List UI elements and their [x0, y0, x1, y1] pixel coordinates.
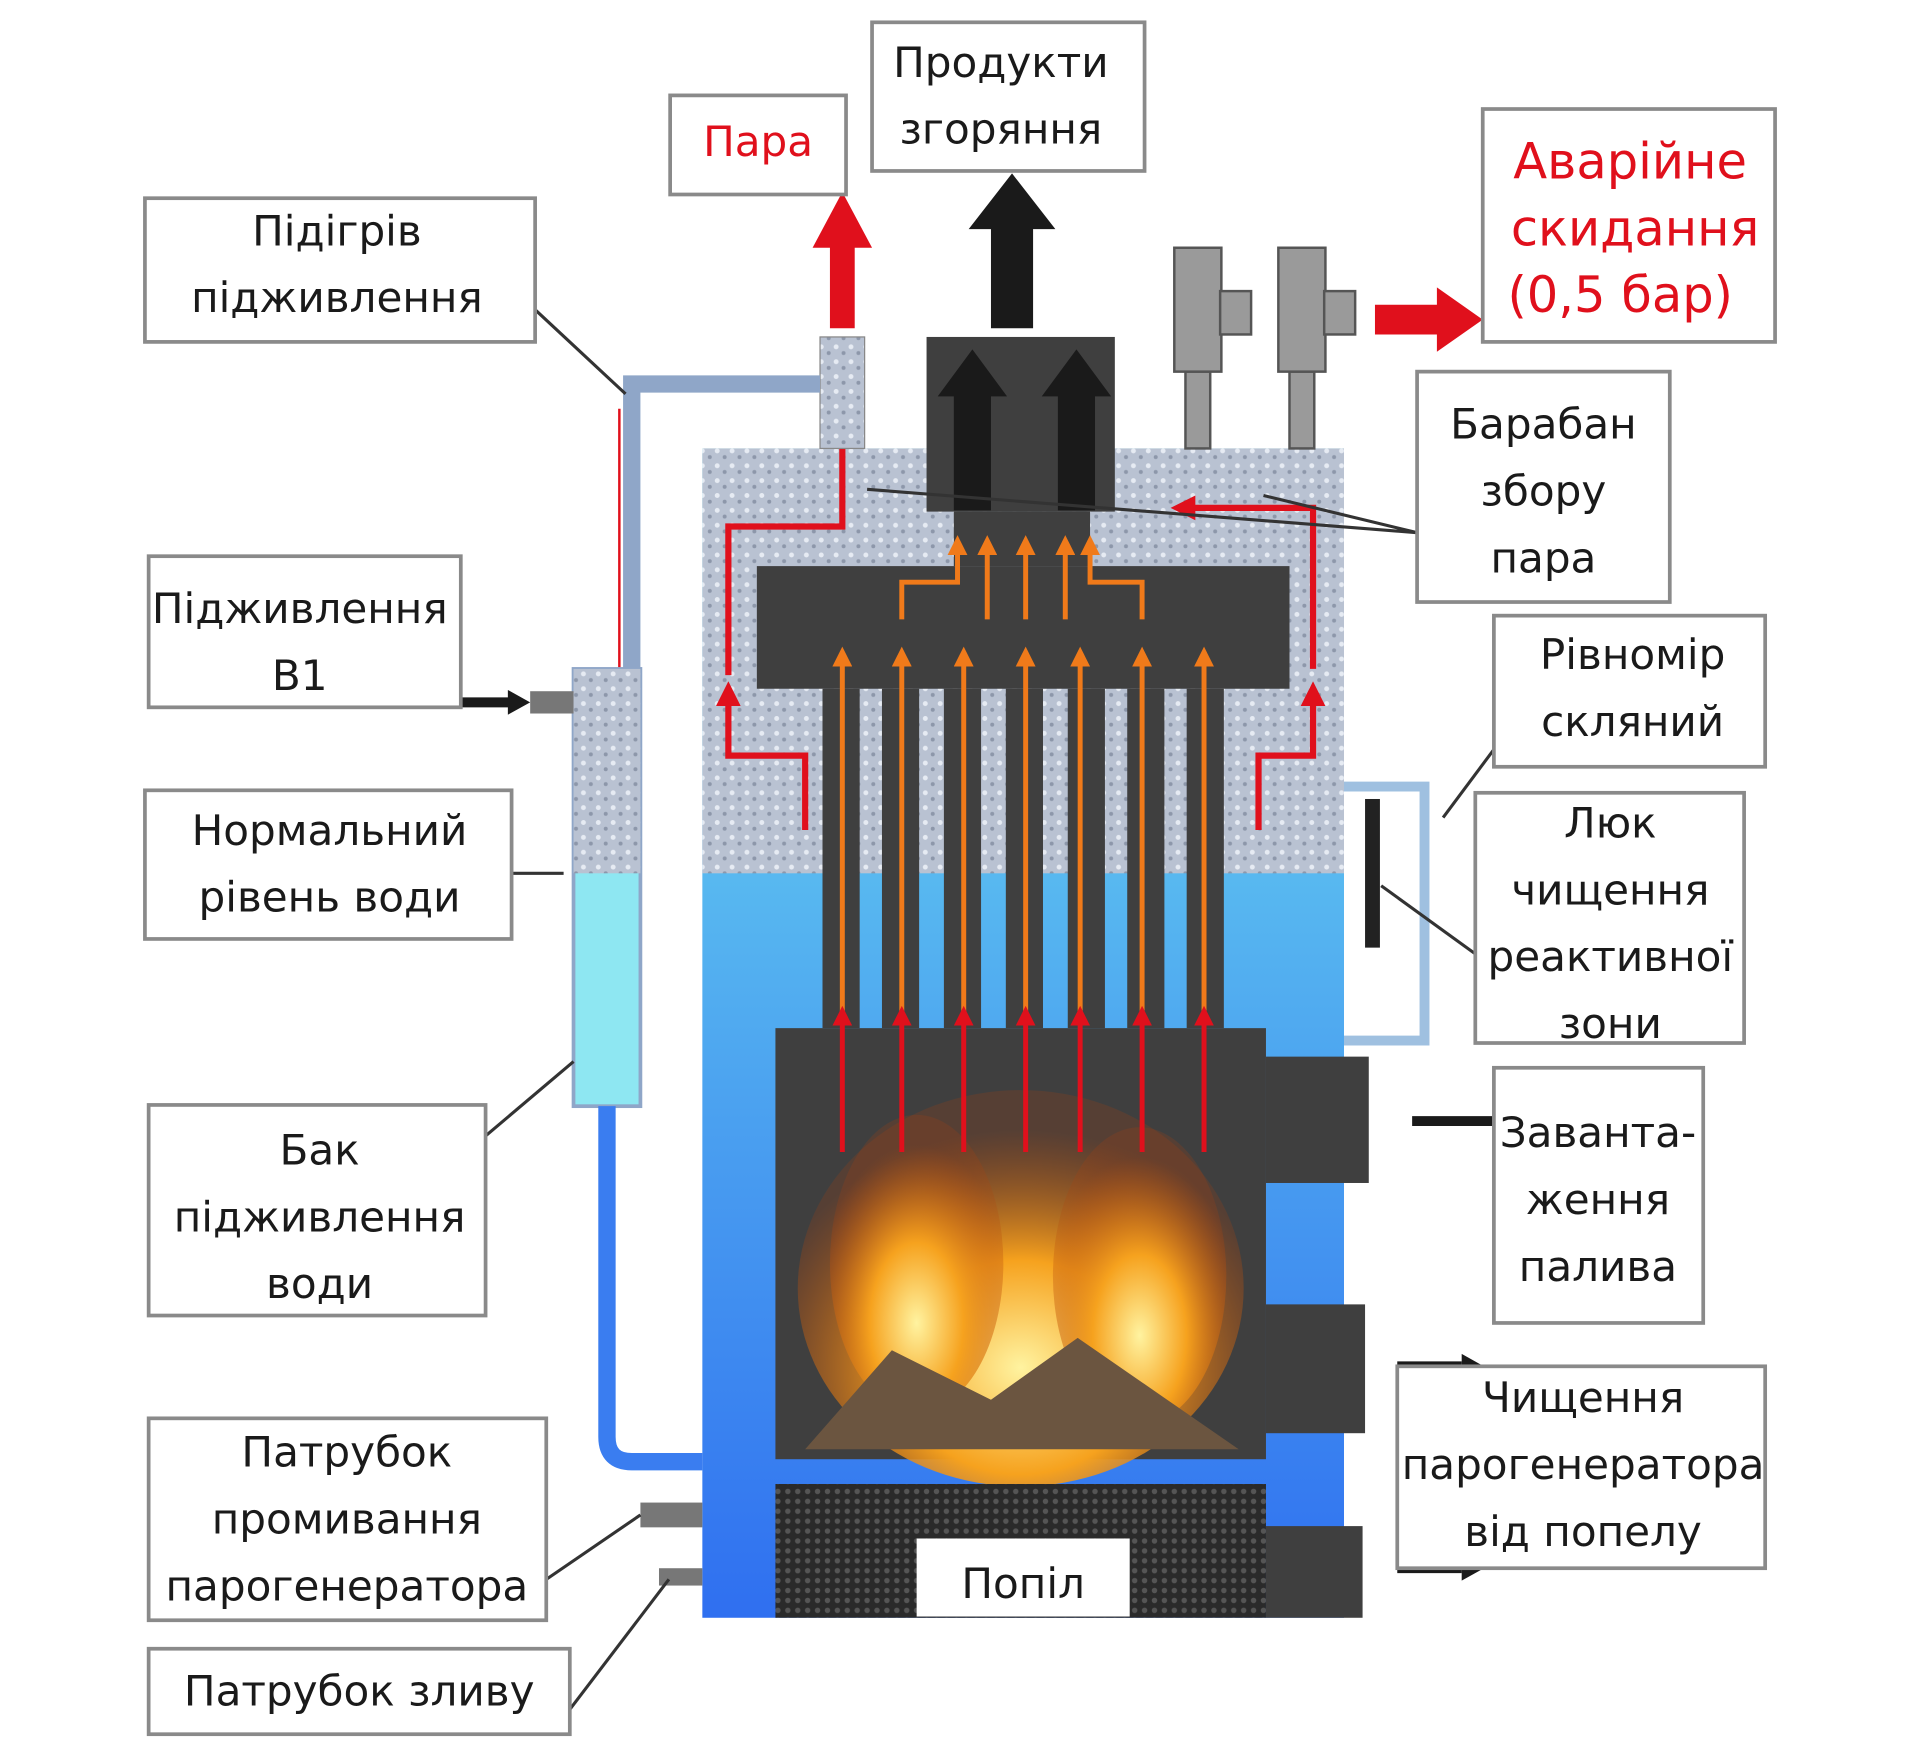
svg-text:Пара: Пара [703, 117, 813, 166]
svg-text:Попіл: Попіл [961, 1559, 1085, 1608]
safety-valves [1173, 246, 1483, 450]
ash-door [1265, 1304, 1366, 1434]
feed-pipes [439, 336, 866, 1586]
steam-out-arrow [812, 192, 873, 329]
label-ash: Попіл [916, 1538, 1130, 1617]
label-steam: Пара [668, 93, 848, 197]
label-drain-nozzle: Патрубок зливу [146, 1646, 572, 1737]
svg-text:Патрубок зливу: Патрубок зливу [184, 1667, 535, 1716]
leader-lines [484, 308, 1496, 1711]
fire [797, 1090, 1244, 1487]
fuel-door [1265, 1056, 1369, 1183]
flue-arrows [832, 173, 1214, 1153]
